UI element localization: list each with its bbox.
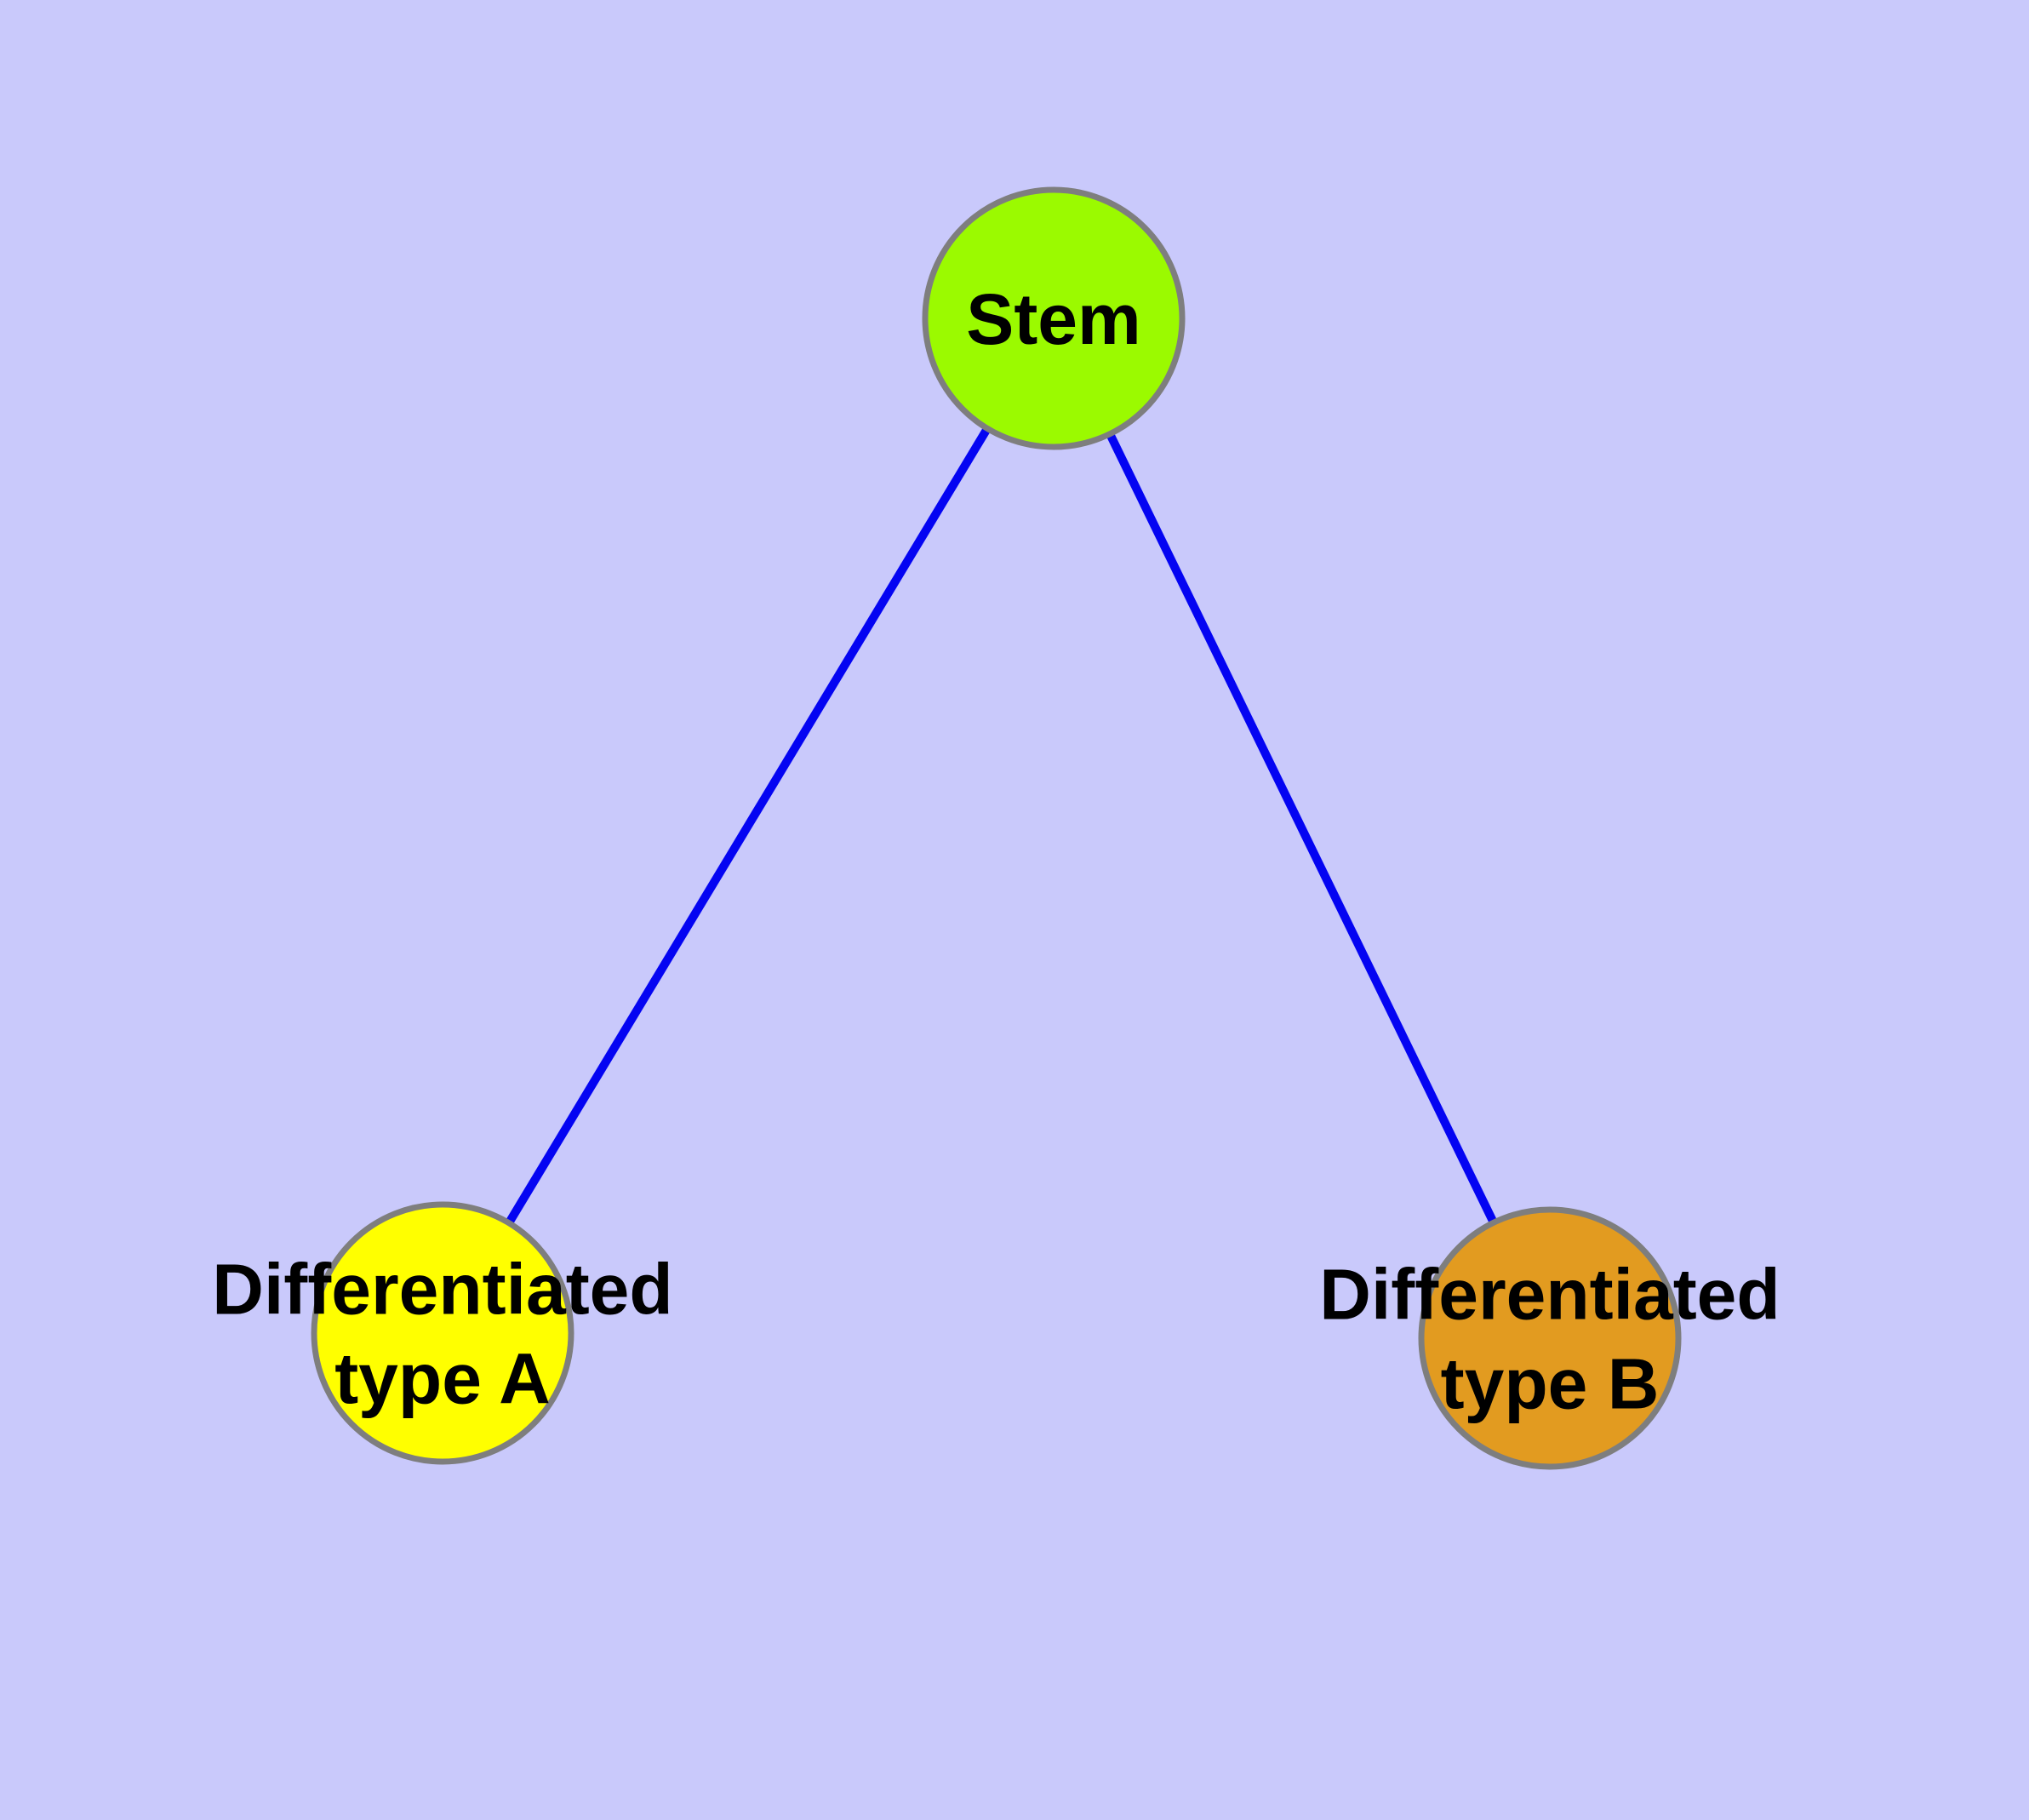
node-label-line: type B	[1441, 1344, 1660, 1424]
node-circle-differentiated-type-a	[311, 1201, 574, 1465]
edge-stem-to-differentiated-type-a	[438, 316, 1058, 1336]
node-label-line: Stem	[966, 279, 1140, 359]
node-label-line: type A	[334, 1339, 551, 1419]
node-circle-differentiated-type-b	[1418, 1206, 1682, 1470]
node-label-line: Differentiated	[212, 1250, 672, 1330]
node-circle-stem	[922, 186, 1186, 450]
node-label-line: Differentiated	[1319, 1255, 1780, 1335]
node-label-stem: Stem	[966, 279, 1140, 359]
edge-stem-to-differentiated-type-b	[1049, 316, 1554, 1341]
node-label-differentiated-type-a: Differentiated type A	[212, 1250, 672, 1419]
node-label-differentiated-type-b: Differentiated type B	[1319, 1255, 1780, 1424]
